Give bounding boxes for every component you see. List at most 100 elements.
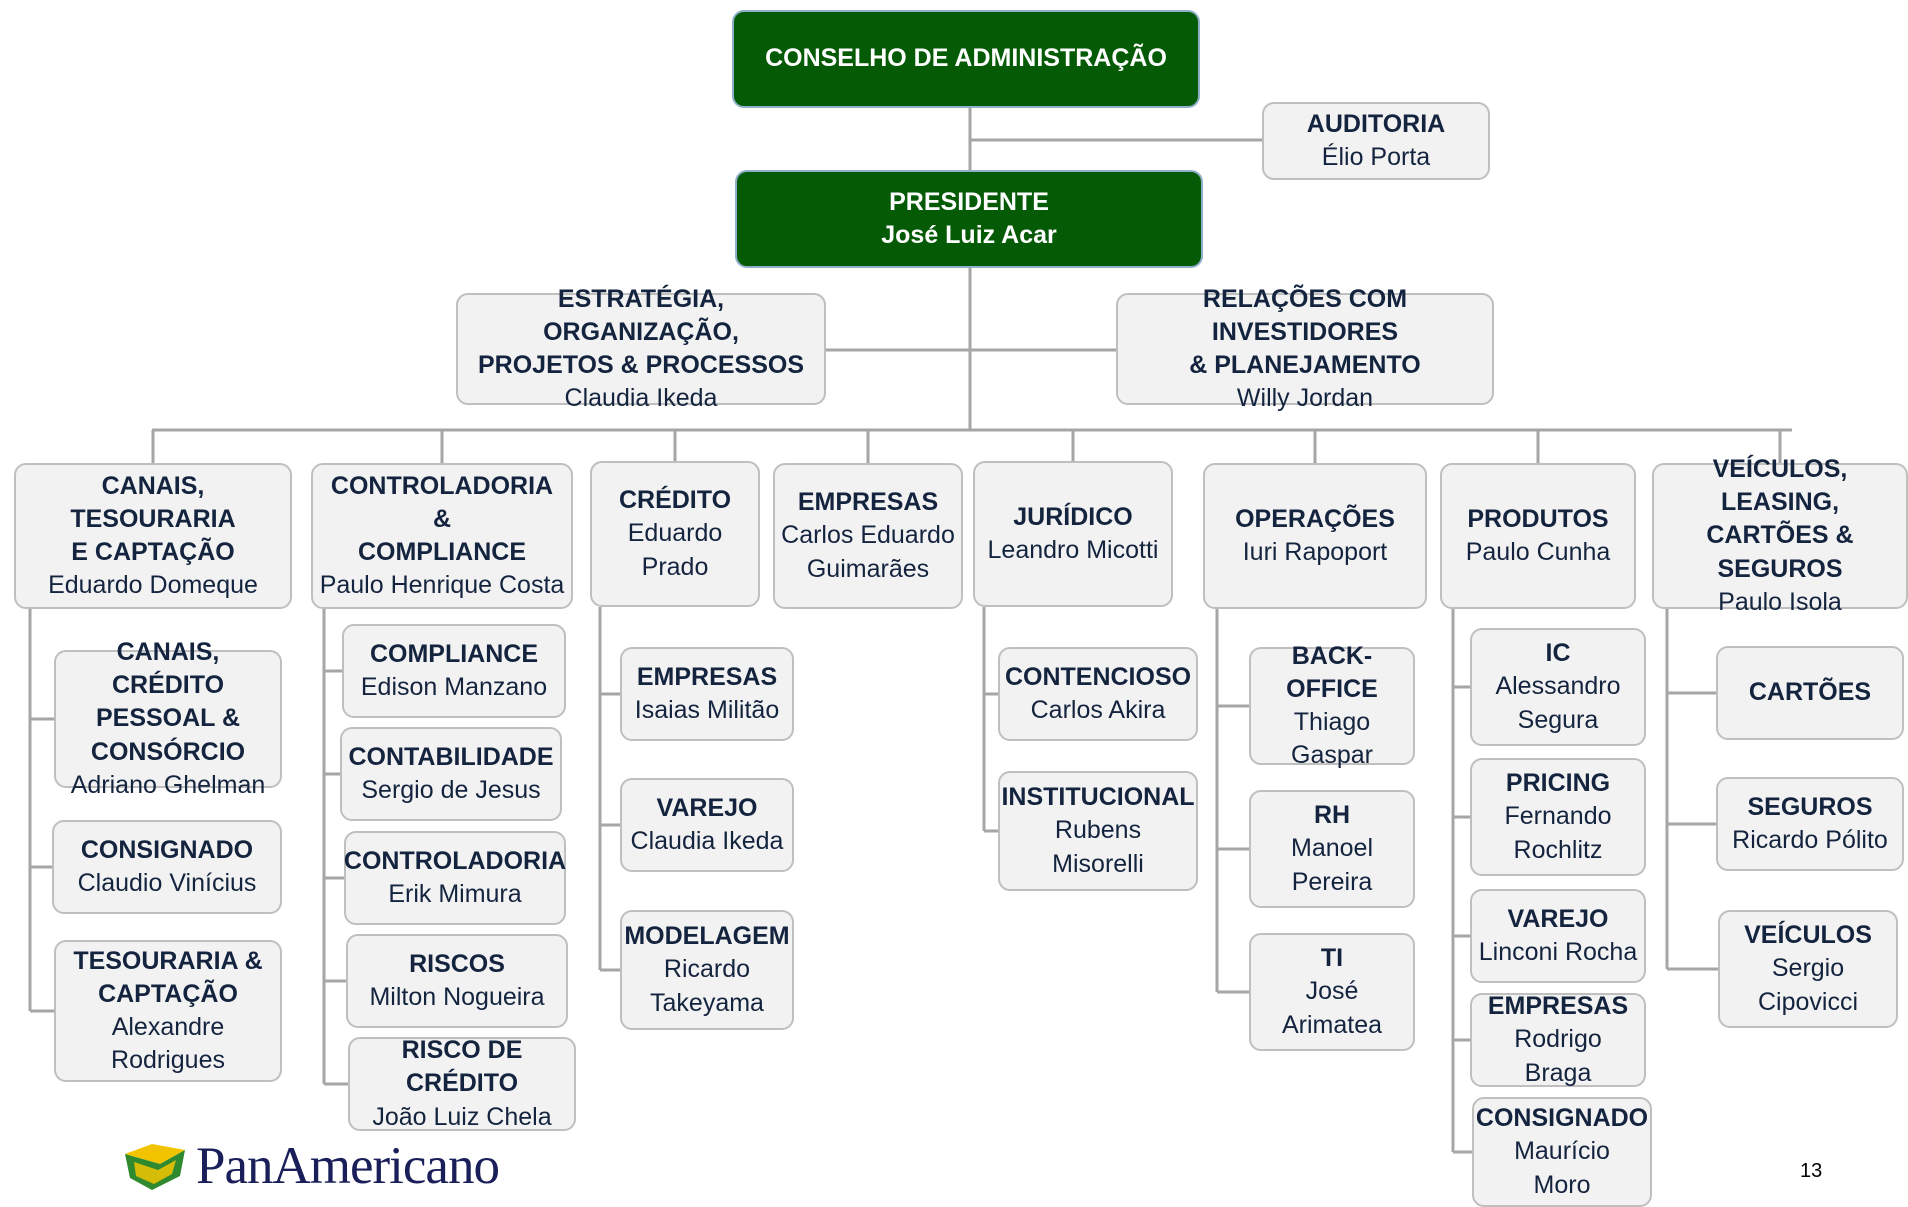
sub-ti-name: José Arimatea: [1281, 977, 1383, 1039]
dept-veiculos-leasing-box: VEÍCULOS, LEASING, CARTÕES & SEGUROS Paul…: [1652, 455, 1908, 616]
sub-consignado-box: CONSIGNADO Claudio Vinícius: [52, 820, 282, 914]
page-number: 13: [1800, 1160, 1823, 1182]
sub-contabilidade-name: Sergio de Jesus: [361, 776, 541, 804]
sub-controladoria-name: Erik Mimura: [388, 880, 522, 908]
sub-varejo-name: Claudia Ikeda: [630, 827, 784, 855]
sub-back-office-title: BACK-OFFICE: [1286, 641, 1378, 703]
sub-controladoria-box: CONTROLADORIA Erik Mimura: [344, 831, 566, 925]
sub-ti-title: TI: [1320, 944, 1344, 973]
dept-veiculos-leasing-name: Paulo Isola: [1718, 587, 1842, 616]
sub-varejo-title: VAREJO: [656, 793, 758, 822]
sub-rh-name: Manoel Pereira: [1291, 834, 1373, 896]
sub-consignado-name: Claudio Vinícius: [77, 869, 257, 897]
sub-pricing-name: Fernando Rochlitz: [1504, 802, 1612, 864]
sub-tesouraria-name: Alexandre Rodrigues: [111, 1013, 225, 1075]
sub-pricing-title: PRICING: [1505, 769, 1611, 798]
dept-operacoes-title: OPERAÇÕES: [1235, 504, 1395, 533]
sub-empresas-title: EMPRESAS: [636, 662, 778, 691]
audit-name: Élio Porta: [1321, 143, 1431, 171]
dept-empresas-name: Carlos Eduardo Guimarães: [781, 521, 955, 583]
board-box: CONSELHO DE ADMINISTRAÇÃO: [732, 10, 1200, 108]
president-name: José Luiz Acar: [881, 221, 1057, 249]
sub-back-office-name: Thiago Gaspar: [1291, 708, 1373, 770]
sub-risco-de-credito-name: João Luiz Chela: [372, 1102, 552, 1131]
sub-compliance-name: Edison Manzano: [360, 673, 548, 701]
sub-consignado-title: CONSIGNADO: [1475, 1104, 1649, 1133]
logo-wordmark: PanAmericano: [196, 1137, 500, 1195]
dept-juridico-box: JURÍDICO Leandro Micotti: [973, 461, 1173, 607]
sub-ic-title: IC: [1545, 639, 1571, 668]
staff-strategy-name: Claudia Ikeda: [564, 384, 718, 413]
sub-controladoria-title: CONTROLADORIA: [343, 846, 567, 875]
sub-seguros-name: Ricardo Pólito: [1732, 826, 1888, 854]
sub-tesouraria-title: TESOURARIA & CAPTAÇÃO: [73, 946, 263, 1008]
sub-pricing-box: PRICING Fernando Rochlitz: [1470, 758, 1646, 876]
sub-modelagem-name: Ricardo Takeyama: [650, 955, 764, 1017]
sub-empresas-title: EMPRESAS: [1487, 992, 1629, 1021]
sub-ti-box: TI José Arimatea: [1249, 933, 1415, 1051]
sub-varejo-name: Linconi Rocha: [1478, 938, 1638, 966]
sub-institucional-title: INSTITUCIONAL: [1001, 783, 1195, 812]
sub-cartoes-title: CARTÕES: [1748, 678, 1872, 707]
sub-risco-de-credito-box: RISCO DE CRÉDITO João Luiz Chela: [348, 1036, 576, 1131]
dept-canais-tesouraria-title: CANAIS, TESOURARIA E CAPTAÇÃO: [70, 471, 236, 567]
sub-seguros-title: SEGUROS: [1747, 792, 1873, 821]
sub-contencioso-title: CONTENCIOSO: [1004, 662, 1192, 691]
sub-institucional-box: INSTITUCIONAL Rubens Misorelli: [998, 771, 1198, 891]
sub-cartoes-box: CARTÕES: [1716, 646, 1904, 740]
logo-mark-icon: [125, 1144, 185, 1190]
board-title: CONSELHO DE ADMINISTRAÇÃO: [765, 44, 1167, 73]
staff-investor-relations-name: Willy Jordan: [1236, 384, 1374, 413]
dept-canais-tesouraria-box: CANAIS, TESOURARIA E CAPTAÇÃO Eduardo Dom…: [14, 463, 292, 609]
dept-credito-title: CRÉDITO: [618, 486, 732, 515]
sub-risco-de-credito-title: RISCO DE CRÉDITO: [401, 1036, 523, 1098]
sub-veiculos-box: VEÍCULOS Sergio Cipovicci: [1718, 910, 1898, 1028]
sub-modelagem-box: MODELAGEM Ricardo Takeyama: [620, 910, 794, 1030]
sub-varejo-box: VAREJO Claudia Ikeda: [620, 778, 794, 872]
sub-canais-credito-title: CANAIS, CRÉDITO PESSOAL & CONSÓRCIO: [90, 637, 246, 766]
sub-modelagem-title: MODELAGEM: [624, 922, 790, 951]
sub-seguros-box: SEGUROS Ricardo Pólito: [1716, 777, 1904, 871]
dept-controladoria-title: CONTROLADORIA & COMPLIANCE: [330, 471, 554, 567]
dept-juridico-name: Leandro Micotti: [987, 536, 1159, 564]
sub-riscos-name: Milton Nogueira: [369, 983, 545, 1011]
sub-varejo-title: VAREJO: [1507, 904, 1609, 933]
panamericano-logo: PanAmericano: [122, 1136, 500, 1196]
sub-veiculos-name: Sergio Cipovicci: [1757, 954, 1859, 1016]
sub-compliance-title: COMPLIANCE: [369, 639, 539, 668]
audit-title: AUDITORIA: [1306, 109, 1446, 138]
dept-empresas-box: EMPRESAS Carlos Eduardo Guimarães: [773, 463, 963, 609]
sub-contencioso-box: CONTENCIOSO Carlos Akira: [998, 647, 1198, 741]
dept-empresas-title: EMPRESAS: [797, 488, 939, 517]
dept-operacoes-name: Iuri Rapoport: [1242, 538, 1388, 566]
sub-varejo-box: VAREJO Linconi Rocha: [1470, 889, 1646, 983]
sub-veiculos-title: VEÍCULOS: [1744, 921, 1872, 950]
dept-produtos-name: Paulo Cunha: [1465, 538, 1611, 566]
sub-consignado-title: CONSIGNADO: [80, 835, 254, 864]
sub-rh-title: RH: [1313, 801, 1351, 830]
staff-strategy-box: ESTRATÉGIA, ORGANIZAÇÃO, PROJETOS & PROC…: [456, 285, 826, 412]
dept-credito-name: Eduardo Prado: [627, 519, 723, 581]
dept-canais-tesouraria-name: Eduardo Domeque: [48, 571, 258, 600]
audit-box: AUDITORIA Élio Porta: [1262, 102, 1490, 180]
staff-investor-relations-title: RELAÇÕES COM INVESTIDORES & PLANEJAMENTO: [1189, 284, 1421, 380]
sub-contencioso-name: Carlos Akira: [1030, 696, 1166, 724]
dept-juridico-title: JURÍDICO: [1013, 502, 1133, 531]
sub-institucional-name: Rubens Misorelli: [1052, 816, 1144, 878]
president-box: PRESIDENTE José Luiz Acar: [735, 170, 1203, 268]
staff-strategy-title: ESTRATÉGIA, ORGANIZAÇÃO, PROJETOS & PROC…: [477, 284, 804, 380]
dept-credito-box: CRÉDITO Eduardo Prado: [590, 461, 760, 607]
dept-veiculos-leasing-title: VEÍCULOS, LEASING, CARTÕES & SEGUROS: [1706, 454, 1854, 583]
